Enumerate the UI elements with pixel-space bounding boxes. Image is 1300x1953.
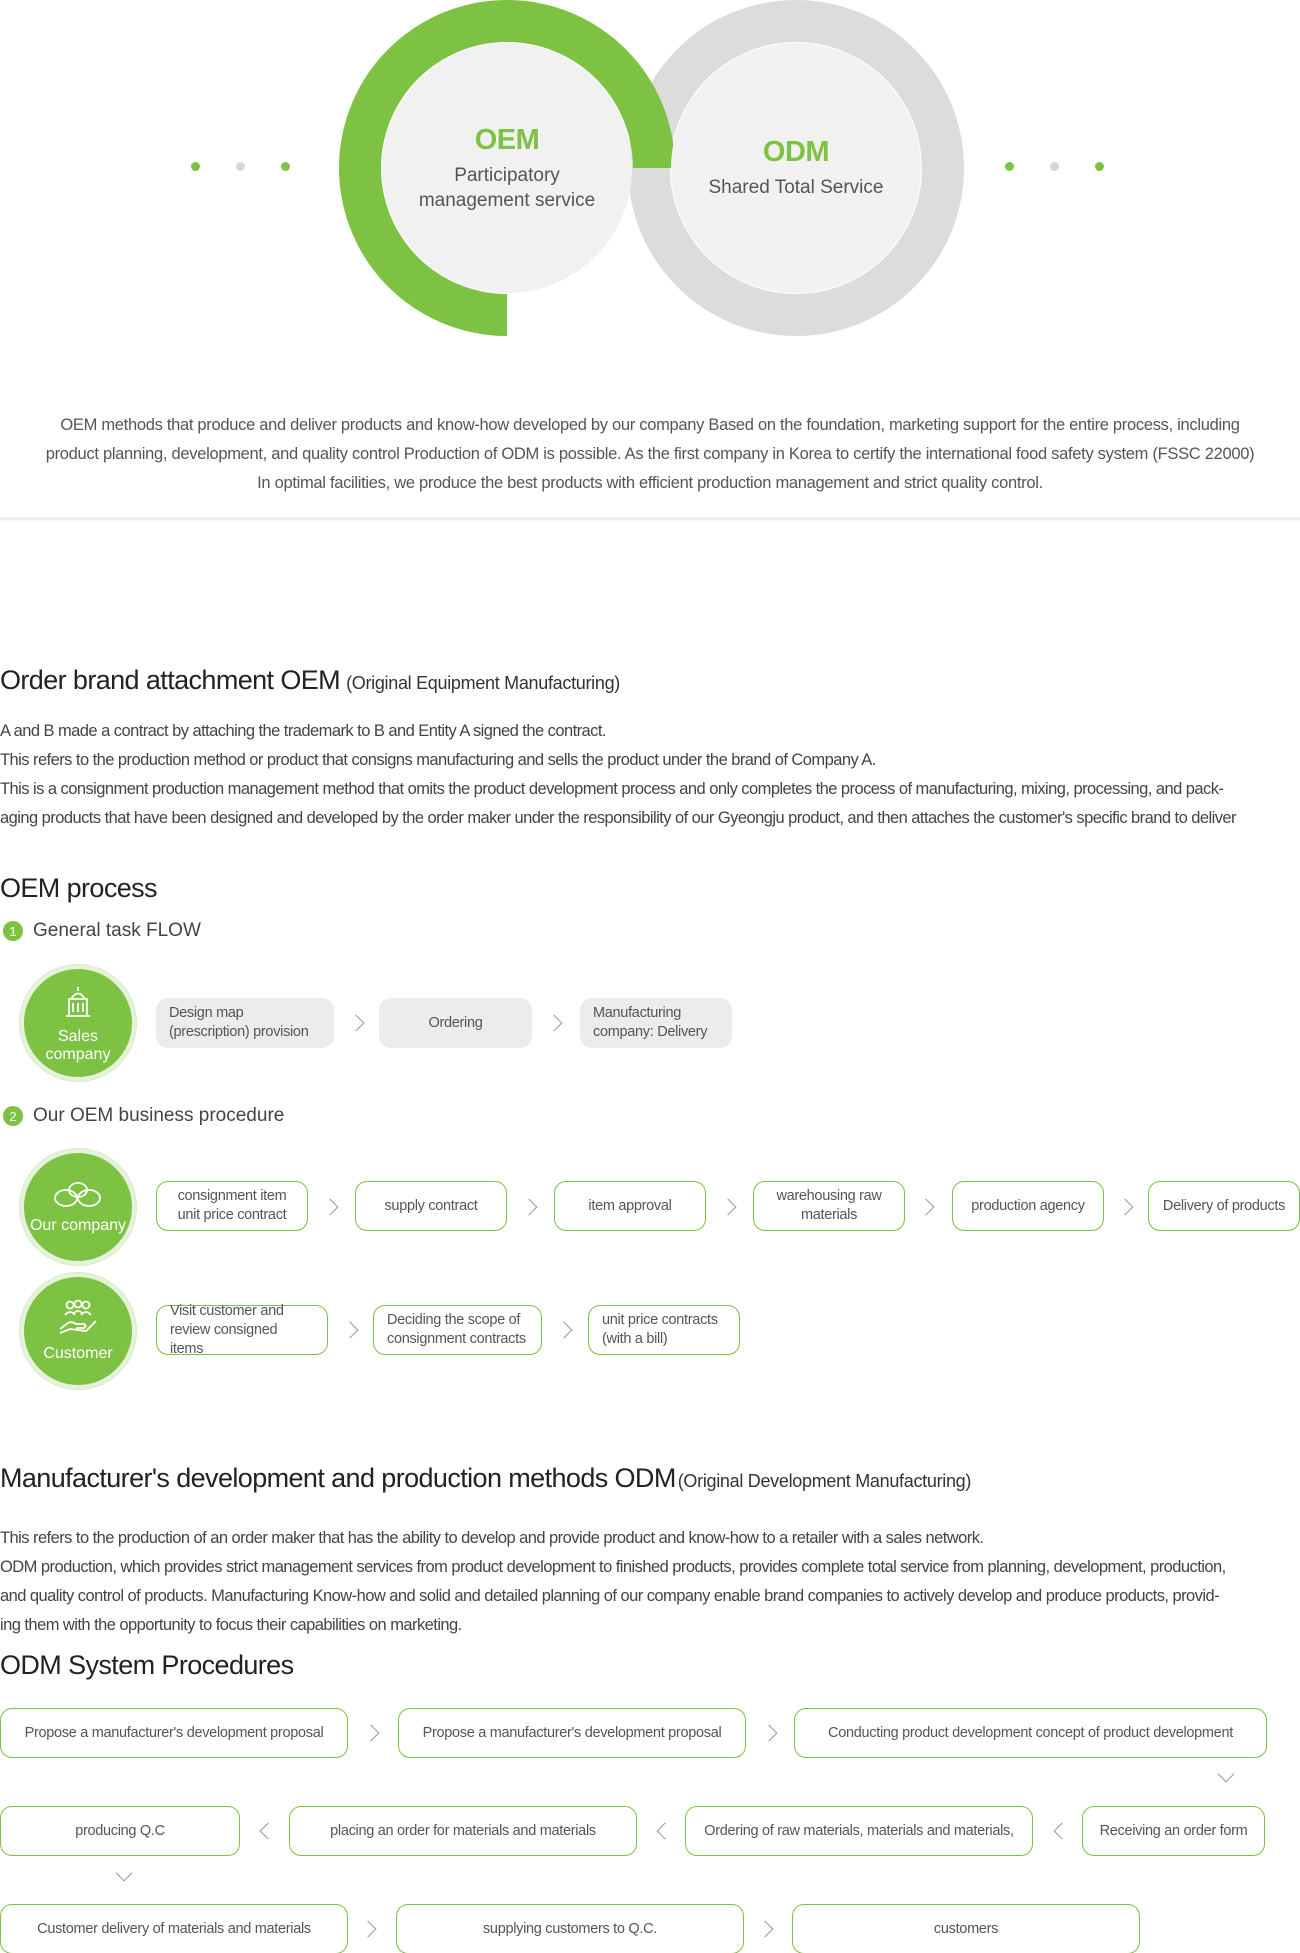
step-label: General task FLOW [33, 920, 201, 941]
oem-disc: OEM Participatory management service [382, 43, 632, 293]
chevron-right-icon [545, 1014, 563, 1032]
chevron-right-icon [555, 1321, 573, 1339]
chevron-right-icon [362, 1724, 380, 1742]
odm-disc: ODM Shared Total Service [671, 43, 921, 293]
odm-step-box: Propose a manufacturer's development pro… [398, 1708, 746, 1758]
odm-step-box: Receiving an order form [1082, 1806, 1265, 1856]
oem-description: A and B made a contract by attaching the… [0, 717, 1300, 833]
odm-subtitle: Shared Total Service [708, 177, 884, 198]
odm-paragraph: and quality control of products. Manufac… [0, 1587, 1220, 1605]
odm-step-box: placing an order for materials and mater… [289, 1806, 637, 1856]
procedure-box: Visit customer and review consigned item… [156, 1303, 328, 1357]
left-dots [191, 162, 290, 171]
chevron-right-icon [359, 1920, 377, 1938]
oem-paragraph: This is a consignment production managem… [0, 780, 1224, 798]
flow-box: Design map (prescription) provision [156, 998, 334, 1048]
odm-paragraph: ing them with the opportunity to focus t… [0, 1616, 462, 1634]
dot [236, 162, 245, 171]
dot [1005, 162, 1014, 171]
chevron-right-icon [719, 1198, 737, 1216]
step-2-heading: 2 Our OEM business procedure [3, 1105, 284, 1127]
right-dots [1005, 162, 1104, 171]
procedure-box: warehousing raw materials [753, 1181, 905, 1231]
odm-step-box: customers [792, 1904, 1140, 1953]
chevron-right-icon [756, 1920, 774, 1938]
odm-step-box: Conducting product development concept o… [794, 1708, 1267, 1758]
odm-step-box: Customer delivery of materials and mater… [0, 1904, 348, 1953]
customer-label: Customer [43, 1345, 113, 1362]
odm-heading-note: (Original Development Manufacturing) [677, 1471, 972, 1491]
procedure-box: supply contract [355, 1181, 507, 1231]
odm-step-box: Ordering of raw materials, materials and… [685, 1806, 1033, 1856]
oem-paragraph: This refers to the production method or … [0, 751, 876, 769]
people-hand-icon [59, 1299, 97, 1334]
section-divider [0, 517, 1300, 520]
intro-text: OEM methods that produce and deliver pro… [45, 416, 1255, 492]
dot [1095, 162, 1104, 171]
step-1-heading: 1 General task FLOW [3, 920, 201, 942]
procedure-box: Delivery of products [1148, 1181, 1300, 1231]
odm-heading: Manufacturer's development and productio… [0, 1463, 971, 1494]
chevron-left-icon [656, 1822, 674, 1840]
chevron-left-icon [1053, 1822, 1071, 1840]
chevron-right-icon [520, 1198, 538, 1216]
chevron-down-icon [1217, 1765, 1235, 1783]
procedure-box: consignment item unit price contract [156, 1181, 308, 1231]
dot [1050, 162, 1059, 171]
dot [281, 162, 290, 171]
odm-description: This refers to the production of an orde… [0, 1524, 1300, 1640]
oem-paragraph: A and B made a contract by attaching the… [0, 722, 607, 740]
our-company-circle: Our company [20, 1149, 136, 1265]
oem-heading-title: Order brand attachment OEM [0, 665, 341, 695]
step-label: Our OEM business procedure [33, 1105, 285, 1126]
step-number: 1 [3, 921, 23, 941]
procedure-box: production agency [952, 1181, 1104, 1231]
our-company-label: Our company [29, 1217, 127, 1234]
chevron-right-icon [321, 1198, 339, 1216]
oem-process-title: OEM process [0, 873, 158, 903]
oem-paragraph: aging products that have been designed a… [0, 809, 1237, 827]
oem-heading-note: (Original Equipment Manufacturing) [346, 673, 620, 693]
customer-circle: Customer [20, 1273, 136, 1389]
odm-heading-title: Manufacturer's development and productio… [0, 1463, 676, 1493]
flow-box: Ordering [379, 998, 532, 1048]
sales-company-label: Sales company [45, 1028, 111, 1063]
oem-subtitle: Participatory management service [418, 164, 596, 211]
odm-paragraph: This refers to the production of an orde… [0, 1529, 984, 1547]
chevron-left-icon [259, 1822, 277, 1840]
odm-ring [339, 0, 964, 336]
handshake-icon [54, 1182, 101, 1207]
building-icon [66, 987, 90, 1017]
flow-box: Manufacturing company: Delivery [580, 998, 732, 1048]
procedure-box: unit price contracts (with a bill) [588, 1305, 740, 1355]
chevron-right-icon [760, 1724, 778, 1742]
oem-title: OEM [474, 123, 540, 156]
chevron-right-icon [347, 1014, 365, 1032]
oem-heading: Order brand attachment OEM(Original Equi… [0, 665, 620, 696]
odm-step-box: supplying customers to Q.C. [396, 1904, 744, 1953]
chevron-right-icon [341, 1321, 359, 1339]
odm-step-box: producing Q.C [0, 1806, 240, 1856]
dot [191, 162, 200, 171]
chevron-down-icon [115, 1864, 133, 1882]
sales-company-circle: Sales company [20, 965, 136, 1081]
odm-step-box: Propose a manufacturer's development pro… [0, 1708, 348, 1758]
procedure-box: item approval [554, 1181, 706, 1231]
chevron-right-icon [917, 1198, 935, 1216]
odm-title: ODM [762, 136, 830, 168]
odm-procedures-title: ODM System Procedures [0, 1650, 294, 1680]
odm-paragraph: ODM production, which provides strict ma… [0, 1558, 1226, 1576]
hero-section: OEM Participatory management service ODM… [0, 0, 1300, 520]
procedure-box: Deciding the scope of consignment contra… [373, 1305, 542, 1355]
chevron-right-icon [1116, 1198, 1134, 1216]
step-number: 2 [3, 1106, 23, 1126]
